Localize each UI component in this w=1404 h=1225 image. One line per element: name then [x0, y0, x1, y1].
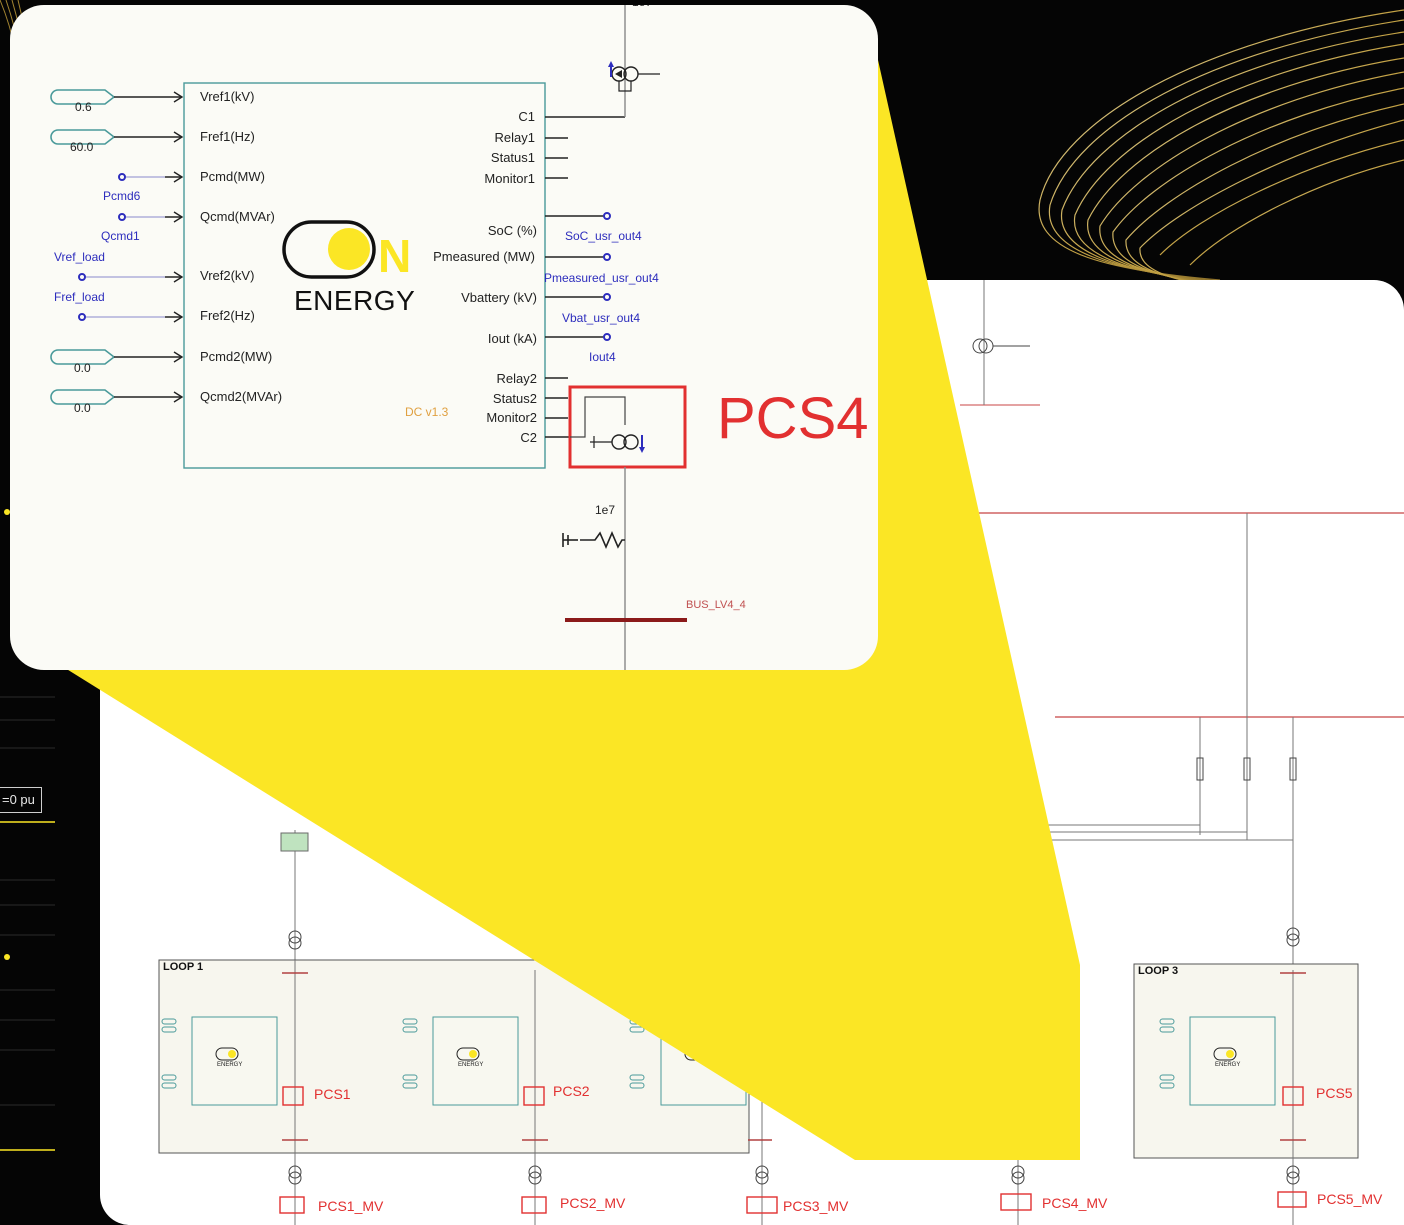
input-pcmd: Pcmd(MW) [200, 169, 265, 184]
pcs2-label[interactable]: PCS2 [553, 1083, 590, 1099]
signal-pmeasured-out: Pmeasured_usr_out4 [544, 271, 659, 285]
input-vref1: Vref1(kV) [200, 89, 255, 104]
const-fref1: 60.0 [70, 140, 94, 154]
mini-logo-text-1: ENERGY [217, 1062, 243, 1068]
const-qcmd2: 0.0 [74, 401, 91, 415]
input-qcmd2: Qcmd2(MVAr) [200, 389, 283, 404]
mini-logo-text-2: ENERGY [458, 1062, 484, 1068]
signal-vref-load: Vref_load [54, 250, 105, 264]
left-panel-readout: =0 pu [0, 787, 42, 813]
output-monitor1: Monitor1 [484, 171, 535, 186]
input-pcmd2: Pcmd2(MW) [200, 349, 273, 364]
pcs2-mv-label[interactable]: PCS2_MV [560, 1195, 626, 1211]
pcs4-mv-label[interactable]: PCS4_MV [1042, 1195, 1108, 1211]
output-vbattery: Vbattery (kV) [461, 290, 537, 305]
pcs3-mv-label[interactable]: PCS3_MV [783, 1198, 849, 1214]
output-c2: C2 [520, 430, 537, 445]
output-status2: Status2 [492, 391, 537, 406]
zoomed-pcs4-card: Vref1(kV) Fref1(Hz) Pcmd(MW) Qcmd(MVAr) … [10, 5, 878, 670]
output-relay1: Relay1 [494, 130, 535, 145]
output-status1: Status1 [490, 150, 535, 165]
mini-logo-text-3: ENERGY [1215, 1062, 1241, 1068]
logo-text: ENERGY [294, 285, 416, 316]
const-vref1: 0.6 [75, 100, 92, 114]
const-pcmd2: 0.0 [74, 361, 91, 375]
loop-3-label: LOOP 3 [1138, 965, 1179, 977]
signal-iout-out: Iout4 [589, 350, 616, 364]
output-relay2: Relay2 [496, 371, 537, 386]
output-iout: Iout (kA) [487, 331, 537, 346]
signal-vbat-out: Vbat_usr_out4 [562, 311, 641, 325]
pcs5-label[interactable]: PCS5 [1316, 1085, 1353, 1101]
input-qcmd: Qcmd(MVAr) [200, 209, 275, 224]
pcs5-mv-label[interactable]: PCS5_MV [1317, 1191, 1383, 1207]
signal-pcmd6: Pcmd6 [103, 189, 141, 203]
bus-label: BUS_LV4_4 [686, 599, 746, 611]
signal-fref-load: Fref_load [54, 290, 105, 304]
pcs4-label[interactable]: PCS4 [717, 386, 869, 451]
input-vref2: Vref2(kV) [200, 268, 255, 283]
top-resistor-value: 1e7 [632, 5, 652, 9]
signal-qcmd1: Qcmd1 [101, 229, 140, 243]
output-monitor2: Monitor2 [486, 410, 537, 425]
output-pmeasured: Pmeasured (MW) [433, 249, 535, 264]
resistor-value: 1e7 [595, 503, 616, 517]
loop-1-label: LOOP 1 [163, 961, 204, 973]
signal-soc-out: SoC_usr_out4 [565, 229, 642, 243]
pcs1-mv-label[interactable]: PCS1_MV [318, 1198, 384, 1214]
pcs1-label[interactable]: PCS1 [314, 1086, 351, 1102]
input-fref2: Fref2(Hz) [200, 308, 255, 323]
input-fref1: Fref1(Hz) [200, 129, 255, 144]
output-c1: C1 [518, 109, 535, 124]
logo-letter: N [378, 230, 412, 282]
output-soc: SoC (%) [487, 223, 537, 238]
block-version: DC v1.3 [405, 405, 449, 419]
